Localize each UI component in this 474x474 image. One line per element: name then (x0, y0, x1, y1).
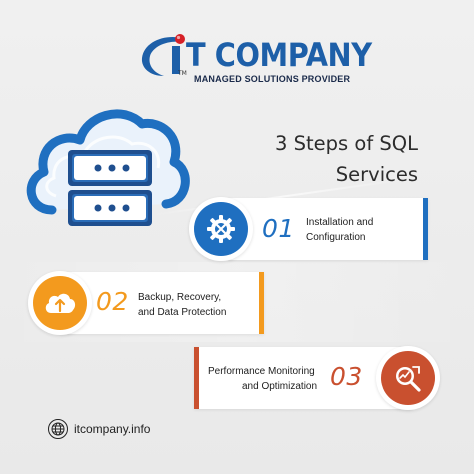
step-card-accent-bar (194, 347, 199, 409)
step-label-02-line1: Backup, Recovery, (138, 292, 222, 303)
gear-wrench-icon (207, 215, 235, 243)
step-label-03-line1: Performance Monitoring (208, 366, 315, 377)
website-footer[interactable]: itcompany.info (48, 418, 150, 440)
step-card-accent-bar (259, 272, 264, 334)
step-card-accent-bar (423, 198, 428, 260)
magnifier-chart-icon (396, 366, 421, 392)
step-card-03 (194, 347, 412, 409)
step-card-01 (228, 198, 428, 260)
step-icon-circle-01 (189, 197, 253, 261)
step-label-01: Installation and Configuration (306, 215, 373, 245)
logo-wordmark: T COMPANY (186, 36, 372, 74)
server-stack-icon (68, 150, 152, 226)
step-label-03: Performance Monitoring and Optimization (208, 364, 317, 394)
step-label-01-line1: Installation and (306, 217, 374, 228)
step-number-01: 01 (262, 214, 295, 243)
page-title-line1: 3 Steps of SQL (275, 132, 418, 155)
logo-tagline: MANAGED SOLUTIONS PROVIDER (194, 74, 351, 84)
step-icon-circle-02 (28, 271, 92, 335)
step-label-01-line2: Configuration (306, 232, 366, 243)
step-label-03-line2: and Optimization (242, 381, 318, 392)
logo-swoosh-icon (141, 34, 185, 76)
page-title-line2: Services (335, 163, 418, 186)
step-number-02: 02 (96, 287, 129, 316)
step-label-02: Backup, Recovery, and Data Protection (138, 290, 226, 320)
company-logo: T COMPANY TM MANAGED SOLUTIONS PROVIDER (138, 28, 372, 88)
step-icon-circle-03 (376, 346, 440, 410)
globe-icon (48, 419, 68, 439)
trademark-mark: TM (178, 70, 187, 77)
step-number-03: 03 (330, 362, 363, 391)
website-link[interactable]: itcompany.info (74, 422, 151, 436)
cloud-upload-icon (45, 293, 76, 313)
step-label-02-line2: and Data Protection (138, 307, 227, 318)
page-title: 3 Steps of SQL Services (218, 128, 418, 190)
step-card-02 (60, 272, 264, 334)
cloud-server-illustration (26, 109, 190, 226)
